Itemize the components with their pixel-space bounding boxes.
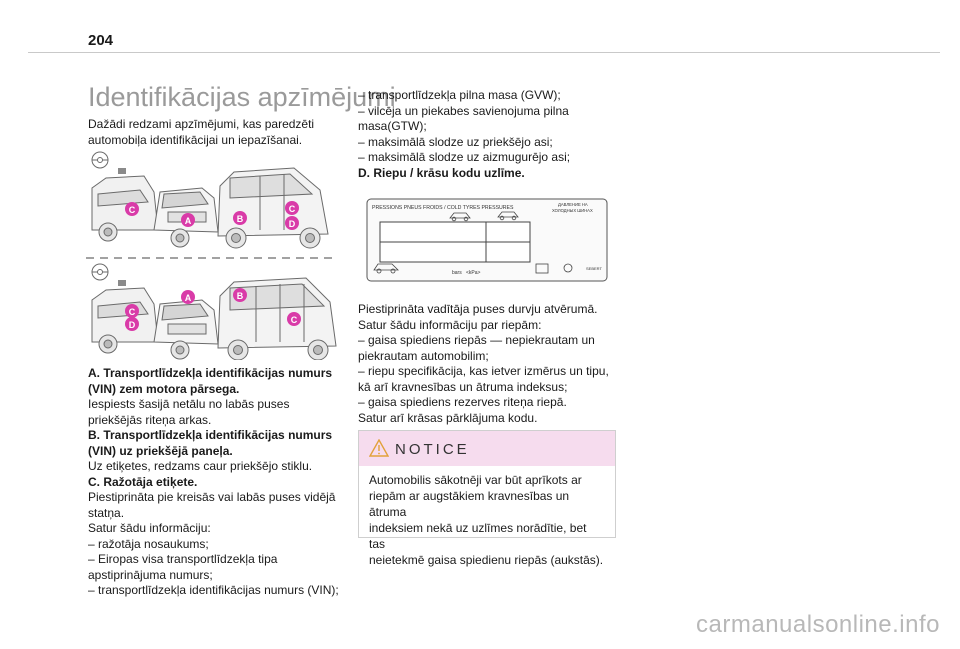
marker-c: C xyxy=(125,202,139,216)
desc-line: A. Transportlīdzekļa identifikācijas num… xyxy=(88,366,333,380)
desc-line: statņa. xyxy=(88,505,125,520)
marker-a: A xyxy=(181,213,195,227)
desc-line: kā arī kravnesības un ātruma indeksus; xyxy=(358,379,568,394)
notice-box: NOTICE Automobilis sākotnēji var būt apr… xyxy=(358,430,616,567)
desc-line: Satur šādu informāciju: xyxy=(88,521,211,535)
footer-watermark: carmanualsonline.info xyxy=(696,611,940,638)
svg-text:A: A xyxy=(185,293,192,303)
svg-text:<kPa>: <kPa> xyxy=(466,270,481,276)
desc-line: D. Riepu / krāsu kodu uzlīme. xyxy=(358,165,525,180)
svg-text:SEBERT: SEBERT xyxy=(586,266,602,271)
notice-line: neietekmē gaisa spiedienu riepās (aukstā… xyxy=(369,553,604,567)
vin-plate-icon xyxy=(118,168,126,174)
intro-block: Dažādi redzami apzīmējumi, kas paredzēti… xyxy=(88,116,336,148)
intro-line: automobiļa identifikācijai un iepazīšana… xyxy=(88,133,303,147)
steering-wheel-icon xyxy=(91,151,109,169)
desc-line: – maksimālā slodze uz aizmugurējo asi; xyxy=(358,150,571,164)
vehicle-location-diagram: A B C C D A B C D C xyxy=(86,151,338,360)
svg-text:C: C xyxy=(129,205,136,215)
marker-c: C xyxy=(287,312,301,326)
marker-c: C xyxy=(125,304,139,318)
desc-line: Piestiprināta pie kreisās vai labās puse… xyxy=(88,490,336,504)
notice-header: NOTICE xyxy=(359,431,615,466)
marker-d: D xyxy=(285,216,299,230)
desc-line: – Eiropas visa transportlīdzekļa tipa xyxy=(88,552,278,566)
notice-line: indeksiem nekā uz uzlīmes norādītie, bet… xyxy=(369,521,587,551)
tyre-pressure-label: PRESSIONS PNEUS FROIDS / COLD TYRES PRES… xyxy=(366,198,608,282)
desc-line: piekrautam automobilim; xyxy=(358,348,489,363)
svg-text:C: C xyxy=(129,307,136,317)
tyre-warning-icon xyxy=(563,263,573,273)
warning-icon xyxy=(369,439,389,457)
vin-plate-icon xyxy=(118,280,126,286)
marker-c: C xyxy=(285,201,299,215)
right-description-bottom: Piestiprināta vadītāja puses durvju atvē… xyxy=(358,302,616,426)
desc-line: Uz etiķetes, redzams caur priekšējo stik… xyxy=(88,459,313,473)
marker-b: B xyxy=(233,288,247,302)
desc-line: – riepu specifikācija, kas ietver izmēru… xyxy=(358,364,609,378)
svg-text:ДАВЛЕНИЕ НА: ДАВЛЕНИЕ НА xyxy=(558,202,588,207)
svg-text:B: B xyxy=(237,214,244,224)
desc-line: apstiprinājuma numurs; xyxy=(88,567,213,582)
desc-line: priekšējās riteņa arkas. xyxy=(88,412,212,427)
desc-line: – transportlīdzekļa identifikācijas numu… xyxy=(88,583,339,597)
svg-text:PRESSIONS PNEUS FROIDS / COLD: PRESSIONS PNEUS FROIDS / COLD TYRES PRES… xyxy=(372,205,514,211)
desc-line: – ražotāja nosaukums; xyxy=(88,536,209,551)
svg-text:A: A xyxy=(185,216,192,226)
car-side-icon xyxy=(373,263,399,274)
svg-text:D: D xyxy=(129,320,136,330)
top-rule xyxy=(28,52,940,53)
manual-icon xyxy=(535,263,549,274)
svg-text:ХОЛОДНЫХ ШИНАХ: ХОЛОДНЫХ ШИНАХ xyxy=(552,208,593,213)
svg-text:C: C xyxy=(291,315,298,325)
intro-line: Dažādi redzami apzīmējumi, kas paredzēti xyxy=(88,117,315,131)
right-description-top: – transportlīdzekļa pilna masa (GVW); – … xyxy=(358,88,616,181)
desc-line: B. Transportlīdzekļa identifikācijas num… xyxy=(88,428,333,442)
notice-title: NOTICE xyxy=(395,441,470,458)
marker-d: D xyxy=(125,317,139,331)
desc-line: C. Ražotāja etiķete. xyxy=(88,474,198,489)
desc-line: Piestiprināta vadītāja puses durvju atvē… xyxy=(358,302,598,316)
left-description: A. Transportlīdzekļa identifikācijas num… xyxy=(88,366,344,599)
desc-line: (VIN) uz priekšējā paneļa. xyxy=(88,443,233,458)
marker-a: A xyxy=(181,290,195,304)
desc-line: Iespiests šasijā netālu no labās puses xyxy=(88,397,290,411)
desc-line: – maksimālā slodze uz priekšējo asi; xyxy=(358,134,553,149)
marker-b: B xyxy=(233,211,247,225)
notice-line: Automobilis sākotnēji var būt aprīkots a… xyxy=(369,473,582,487)
desc-line: – transportlīdzekļa pilna masa (GVW); xyxy=(358,88,561,102)
svg-text:C: C xyxy=(289,204,296,214)
steering-wheel-icon xyxy=(91,263,109,281)
notice-body: Automobilis sākotnēji var būt aprīkots a… xyxy=(359,466,615,574)
desc-line: (VIN) zem motora pārsega. xyxy=(88,381,240,396)
desc-line: Satur arī krāsas pārklājuma kodu. xyxy=(358,410,538,425)
desc-line: – gaisa spiediens riepās — nepiekrautam … xyxy=(358,333,595,347)
car-icon xyxy=(449,211,519,222)
page-number: 204 xyxy=(88,32,114,49)
section-title: Identifikācijas apzīmējumi xyxy=(88,82,396,112)
desc-line: masa(GTW); xyxy=(358,119,427,133)
desc-line: – vilcēja un piekabes savienojuma pilna xyxy=(358,103,569,118)
svg-text:B: B xyxy=(237,291,244,301)
desc-line: – gaisa spiediens rezerves riteņa riepā. xyxy=(358,395,567,409)
notice-line: riepām ar augstākiem kravnesības un ātru… xyxy=(369,489,570,519)
svg-text:D: D xyxy=(289,219,296,229)
desc-line: Satur šādu informāciju par riepām: xyxy=(358,317,542,332)
svg-text:bars: bars xyxy=(452,270,462,276)
